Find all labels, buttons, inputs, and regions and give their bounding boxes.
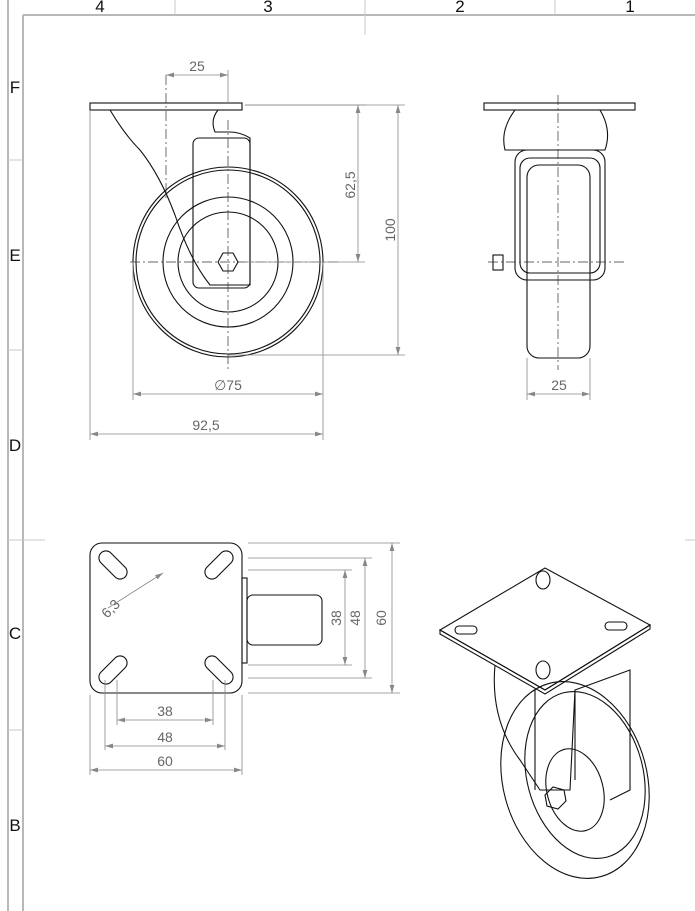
zone-col-4: 4 xyxy=(95,0,104,16)
zone-col-1: 1 xyxy=(625,0,634,16)
dim-hole-spacing-inner-v: 38 xyxy=(328,610,344,626)
top-view xyxy=(89,542,400,775)
zone-col-3: 3 xyxy=(263,0,272,16)
zone-row-c: C xyxy=(9,624,21,643)
dim-wheel-width: 25 xyxy=(551,377,567,393)
dim-slot-width: 6,3 xyxy=(98,596,123,621)
front-view xyxy=(89,70,405,440)
dim-overall-length: 92,5 xyxy=(192,417,219,433)
dim-plate-height: 60 xyxy=(373,610,389,626)
zone-row-f: F xyxy=(10,78,20,97)
zone-row-d: D xyxy=(9,436,21,455)
zone-row-b: B xyxy=(9,816,20,835)
side-view xyxy=(483,95,636,400)
dim-hole-spacing-inner-h: 38 xyxy=(157,703,173,719)
zone-col-2: 2 xyxy=(455,0,464,16)
drawing-frame xyxy=(7,0,695,911)
dim-swivel-offset: 62,5 xyxy=(342,171,358,198)
zone-row-e: E xyxy=(9,246,20,265)
dim-height: 100 xyxy=(382,218,398,242)
dim-hole-spacing-outer-v: 48 xyxy=(347,610,363,626)
dim-plate-hole-spacing: 25 xyxy=(189,58,205,74)
dim-wheel-diameter: ∅75 xyxy=(214,377,242,393)
dim-hole-spacing-outer-h: 48 xyxy=(157,729,173,745)
dim-plate-width: 60 xyxy=(157,753,173,769)
isometric-view xyxy=(438,567,652,879)
